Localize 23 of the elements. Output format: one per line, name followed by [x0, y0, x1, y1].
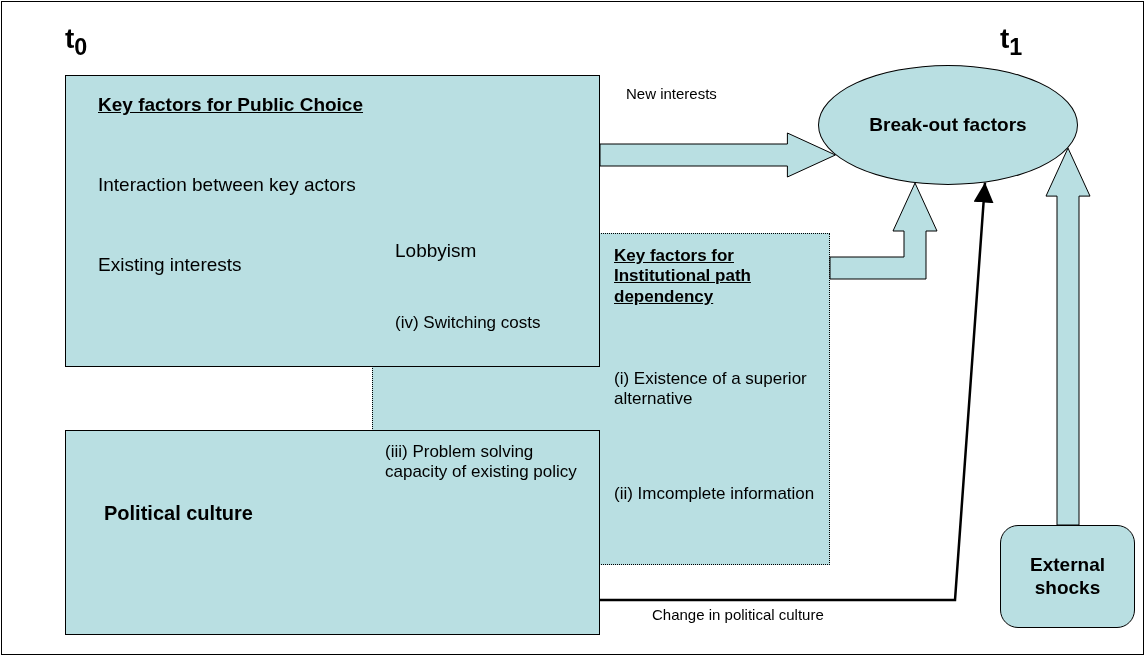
block-arrow	[829, 182, 938, 280]
factor-text: Lobbyism	[395, 240, 478, 263]
process-box	[65, 75, 600, 367]
block-arrow	[1045, 147, 1091, 526]
box-text: External shocks	[1029, 553, 1106, 600]
box-text: (i) Existence of a superior alternative	[614, 369, 808, 410]
process-box	[65, 430, 600, 635]
box-heading: Key factors for Public Choice	[98, 94, 364, 117]
factor-text: (iv) Switching costs	[395, 313, 542, 334]
factor-text: (iii) Problem solving capacity of existing policy	[385, 442, 578, 483]
box-text: Interaction between key actors	[98, 174, 357, 197]
time-label: t$_{1}$	[1000, 22, 1023, 62]
rounded-box	[1000, 525, 1135, 628]
time-label: t$_{0}$	[65, 22, 88, 62]
box-text: Break-out factors	[868, 113, 1028, 137]
edge-label: New interests	[624, 85, 719, 102]
box-text: Political culture	[104, 501, 254, 525]
arrow	[600, 182, 994, 602]
block-arrow	[599, 132, 836, 178]
box-text: Existing interests	[98, 254, 243, 277]
edge-label: Change in political culture	[650, 606, 826, 623]
box-text: (ii) Imcomplete information	[614, 484, 816, 505]
box-heading: Key factors for Institutional path dependency	[614, 246, 752, 308]
